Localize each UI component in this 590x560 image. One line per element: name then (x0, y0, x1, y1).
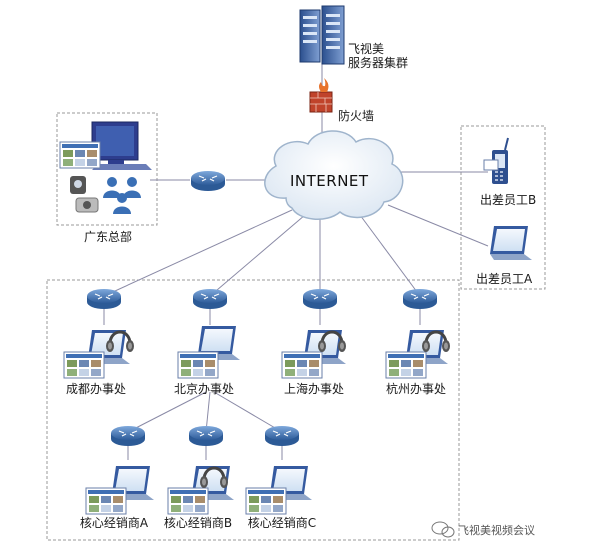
video-conference-screen-icon (59, 141, 101, 169)
dealer-b-equipment (167, 466, 234, 515)
webcam-icon (70, 176, 86, 194)
router-icon (86, 288, 122, 310)
shanghai-office-equipment (281, 330, 348, 379)
headquarters-label: 广东总部 (83, 230, 133, 244)
internet-cloud (264, 130, 404, 220)
dealer-c-equipment (245, 466, 312, 515)
router-icon (110, 425, 146, 447)
headquarters-group-box (56, 112, 158, 226)
internet-label: INTERNET (290, 172, 369, 190)
mobile-phone-icon (483, 137, 509, 184)
office-beijing-label: 北京办事处 (173, 382, 235, 396)
remote-employee-b-label: 出差员工B (480, 193, 537, 207)
dealer-a-equipment (85, 466, 154, 515)
dealer-c-label: 核心经销商C (247, 516, 317, 530)
remote-employee-a-label: 出差员工A (476, 272, 533, 286)
server-cluster-icon (299, 5, 345, 65)
watermark-text: 飞视美视频会议 (458, 524, 535, 537)
router-icon (188, 425, 224, 447)
office-hangzhou-label: 杭州办事处 (385, 382, 447, 396)
office-shanghai-label: 上海办事处 (283, 382, 345, 396)
desktop-computer-icon (91, 121, 152, 170)
branch-network-group-box (46, 279, 460, 541)
fingerprint-scanner-icon (75, 197, 99, 213)
server-label-line1: 飞视美 (348, 42, 385, 56)
remote-employees-group-box (460, 125, 546, 290)
server-cluster-label: 飞视美 服务器集群 (348, 42, 408, 70)
router-icon (192, 288, 228, 310)
headquarters-equipment (59, 121, 152, 214)
server-label-line2: 服务器集群 (348, 56, 409, 70)
beijing-office-equipment (177, 326, 240, 379)
wechat-logo-icon (431, 521, 455, 538)
laptop-icon (490, 226, 532, 260)
firewall-icon (309, 78, 333, 113)
dealer-a-label: 核心经销商A (79, 516, 149, 530)
router-icon (190, 170, 226, 192)
people-icon (103, 177, 141, 214)
router-icon (402, 288, 438, 310)
hangzhou-office-equipment (385, 330, 452, 379)
firewall-label: 防火墙 (338, 109, 375, 123)
dealer-b-label: 核心经销商B (163, 516, 233, 530)
router-icon (264, 425, 300, 447)
chengdu-office-equipment (63, 330, 136, 379)
office-chengdu-label: 成都办事处 (65, 382, 127, 396)
connection-lines (103, 60, 489, 460)
router-icon (302, 288, 338, 310)
